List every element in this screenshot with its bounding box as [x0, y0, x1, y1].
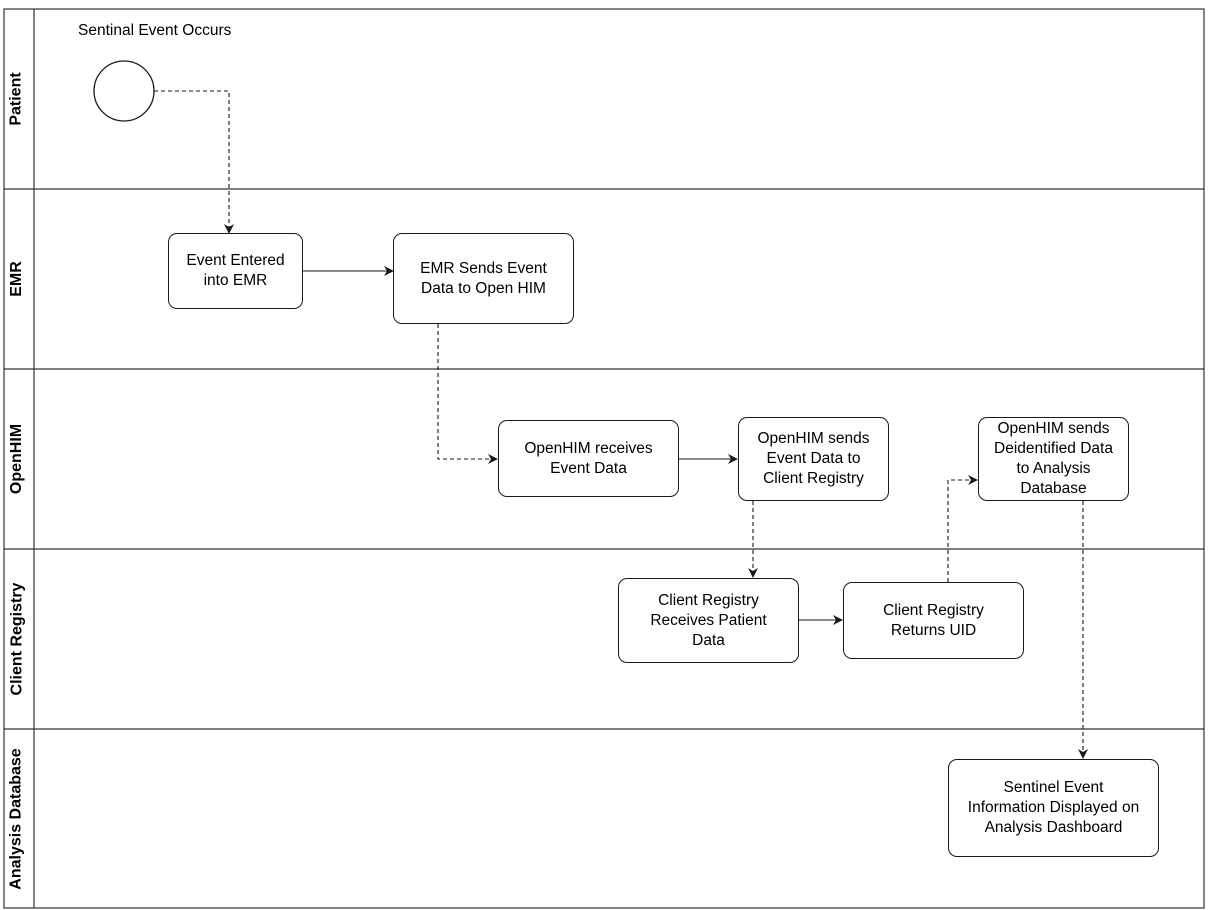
task-emr-sends[interactable]: EMR Sends Event Data to Open HIM	[393, 233, 574, 324]
lane-label-analysis-database: Analysis Database	[8, 747, 25, 890]
flow-emr-sends-to-openhim-receives	[437, 324, 498, 464]
lane-label-openhim: OpenHIM	[8, 423, 25, 495]
lane-label-emr: EMR	[8, 261, 25, 297]
start-event-circle[interactable]	[93, 60, 155, 122]
flow-start-to-event-entered	[154, 90, 234, 234]
task-openhim-receives[interactable]: OpenHIM receives Event Data	[498, 420, 679, 497]
task-client-registry-receives[interactable]: Client Registry Receives Patient Data	[618, 578, 799, 663]
task-event-entered[interactable]: Event Entered into EMR	[168, 233, 303, 309]
task-client-registry-returns-uid[interactable]: Client Registry Returns UID	[843, 582, 1024, 659]
start-event-label: Sentinal Event Occurs	[78, 22, 232, 39]
task-openhim-sends-to-client-registry[interactable]: OpenHIM sends Event Data to Client Regis…	[738, 417, 889, 501]
task-openhim-sends-deidentified[interactable]: OpenHIM sends Deidentified Data to Analy…	[978, 417, 1129, 501]
flow-cr-returns-to-openhim-sends-deid	[947, 475, 978, 582]
task-information-displayed[interactable]: Sentinel Event Information Displayed on …	[948, 759, 1159, 857]
lane-label-client-registry: Client Registry	[8, 582, 26, 696]
pool-border	[3, 8, 1205, 909]
lane-label-patient: Patient	[8, 72, 25, 126]
